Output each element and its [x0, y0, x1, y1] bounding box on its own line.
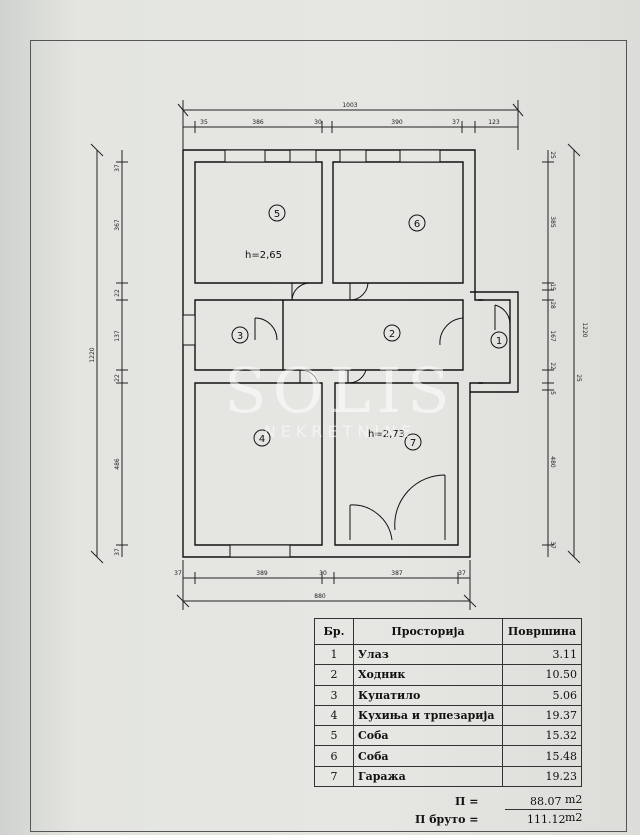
height-label-2: h=2,73 — [368, 429, 405, 440]
dim-top-part: 37 — [452, 119, 460, 126]
dim-top-part: 30 — [314, 119, 322, 126]
dim-left-part: 37 — [114, 164, 121, 172]
row-no: 5 — [314, 725, 354, 747]
dim-left-part: 137 — [114, 330, 121, 342]
dim-bottom-part: 30 — [319, 570, 327, 577]
room-4-label: 4 — [259, 434, 265, 445]
row-room: Улаз — [353, 643, 503, 666]
area-table-header: Бр. Просторија Површина — [314, 618, 582, 645]
room-5-label: 5 — [274, 209, 280, 220]
dim-right-part: 25 — [575, 374, 582, 382]
dim-right-part: 37 — [549, 541, 556, 549]
dim-top-part: 386 — [252, 119, 264, 126]
dim-bottom-part: 387 — [391, 570, 403, 577]
header-no: Бр. — [314, 618, 354, 645]
table-row: 4 Кухиња и трпезарија 19.37 — [314, 704, 582, 727]
row-room: Соба — [353, 745, 503, 767]
dim-right-part: 25 — [549, 151, 556, 159]
row-room: Купатило — [353, 684, 503, 706]
dim-bottom-part: 37 — [458, 570, 466, 577]
room-2-label: 2 — [389, 329, 395, 340]
net-area-value: 88.07 — [530, 795, 562, 808]
dim-left-part: 37 — [114, 548, 121, 556]
row-no: 4 — [314, 704, 354, 727]
dim-left-part: 486 — [114, 458, 121, 470]
table-row: 3 Купатило 5.06 — [314, 684, 582, 706]
dim-bottom-part: 37 — [174, 570, 182, 577]
row-room: Гаража — [353, 765, 503, 788]
row-no: 1 — [314, 643, 354, 666]
dim-right-part: 480 — [549, 456, 556, 468]
table-row: 5 Соба 15.32 — [314, 725, 582, 747]
row-room: Соба — [353, 725, 503, 747]
dim-right-part: 385 — [549, 216, 556, 228]
header-area: Површина — [502, 618, 582, 645]
row-no: 7 — [314, 765, 354, 788]
row-no: 6 — [314, 745, 354, 767]
dim-left-part: 367 — [114, 219, 121, 231]
room-3-marker — [231, 326, 249, 344]
dim-top-part: 390 — [391, 119, 403, 126]
dim-right-part: 15 — [549, 283, 556, 291]
header-room: Просторија — [353, 618, 503, 645]
room-7-marker — [404, 433, 422, 451]
net-area-unit: m2 — [565, 793, 583, 806]
table-row: 2 Ходник 10.50 — [314, 664, 582, 686]
row-no: 3 — [314, 684, 354, 706]
dim-right-part: 167 — [549, 330, 556, 342]
dim-left-part: 22 — [114, 374, 121, 382]
gross-area-value: 111.12 — [527, 813, 566, 826]
row-area: 15.32 — [502, 725, 582, 747]
dim-right-part: 5 — [549, 391, 556, 395]
row-area: 19.23 — [502, 765, 582, 788]
dim-bottom-part: 389 — [256, 570, 268, 577]
table-row: 7 Гаража 19.23 — [314, 765, 582, 788]
row-area: 3.11 — [502, 643, 582, 666]
dim-right-part: 28 — [549, 301, 556, 309]
room-6-marker — [408, 214, 426, 232]
room-1-marker — [490, 331, 508, 349]
area-table: Бр. Просторија Површина 1 Улаз 3.11 2 Хо… — [314, 618, 582, 788]
walls — [182, 149, 519, 558]
row-room: Ходник — [353, 664, 503, 686]
dim-left-part: 22 — [114, 289, 121, 297]
table-row: 1 Улаз 3.11 — [314, 643, 582, 666]
total-divider — [505, 809, 582, 810]
row-area: 15.48 — [502, 745, 582, 767]
doors — [254, 282, 511, 541]
room-4-marker — [253, 429, 271, 447]
sheet-border — [30, 40, 627, 832]
dim-right-total: 1220 — [581, 322, 588, 337]
table-row: 6 Соба 15.48 — [314, 745, 582, 767]
row-area: 19.37 — [502, 704, 582, 727]
gross-area-unit: m2 — [565, 811, 583, 824]
dim-bottom-total: 880 — [314, 593, 326, 600]
room-6-label: 6 — [414, 219, 420, 230]
row-no: 2 — [314, 664, 354, 686]
gross-area-label: П бруто = — [415, 813, 479, 826]
dim-right-part: 22 — [549, 362, 556, 370]
row-area: 10.50 — [502, 664, 582, 686]
room-3-label: 3 — [237, 331, 243, 342]
room-1-label: 1 — [496, 336, 502, 347]
dim-left-total: 1220 — [89, 347, 96, 362]
room-7-label: 7 — [410, 438, 416, 449]
room-2-marker — [383, 324, 401, 342]
dim-top-part: 35 — [200, 119, 208, 126]
net-area-label: П = — [455, 795, 479, 808]
row-room: Кухиња и трпезарија — [353, 704, 503, 727]
dim-top-part: 123 — [488, 119, 500, 126]
dim-top-total: 1003 — [342, 102, 357, 109]
row-area: 5.06 — [502, 684, 582, 706]
windows — [182, 149, 441, 558]
room-5-marker — [268, 204, 286, 222]
height-label-1: h=2,65 — [245, 250, 282, 261]
